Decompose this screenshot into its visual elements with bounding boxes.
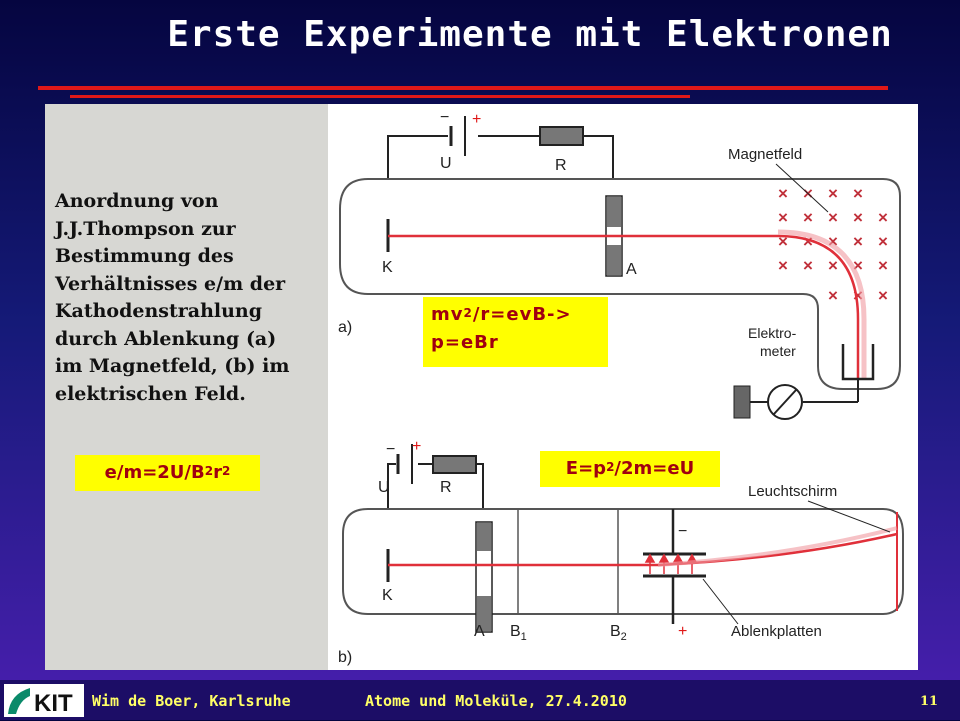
description-line: elektrischen Feld. xyxy=(55,382,246,405)
part-a-label: a) xyxy=(338,319,352,336)
anode-b-lower xyxy=(477,596,491,631)
battery-b-minus-label: − xyxy=(386,441,395,458)
svg-text:×: × xyxy=(828,184,838,203)
ground-block xyxy=(733,385,751,419)
beam-b-spread xyxy=(657,526,898,567)
description-text: Anordnung von J.J.Thompson zur Bestimmun… xyxy=(55,188,325,408)
resistor xyxy=(539,126,584,146)
svg-text:×: × xyxy=(878,208,888,227)
svg-text:×: × xyxy=(778,232,788,251)
resistor-b xyxy=(432,455,477,474)
description-line: Verhältnisses e/m der xyxy=(55,272,286,295)
description-line: Anordnung von xyxy=(55,190,219,212)
tube-a xyxy=(339,178,901,390)
kit-logo: KIT xyxy=(4,684,84,717)
leuchtschirm-label: Leuchtschirm xyxy=(748,483,837,500)
beam-a-spread xyxy=(777,229,867,379)
voltage-label: U xyxy=(440,155,452,172)
formula-energy-box: E=p2/2m=eU xyxy=(540,451,720,487)
anode-a-label: A xyxy=(626,261,637,278)
kit-logo-text: KIT xyxy=(34,690,73,717)
description-line: J.J.Thompson zur xyxy=(55,217,236,240)
formula-p-line2: p=eBr xyxy=(431,332,499,353)
battery-minus-label: − xyxy=(440,109,449,126)
formula-e-over-m-box: e/m=2U/B2r2 xyxy=(75,455,260,491)
svg-text:×: × xyxy=(853,232,863,251)
svg-text:×: × xyxy=(778,184,788,203)
battery-b-plus-label: + xyxy=(412,438,421,455)
anode-b-label: A xyxy=(474,623,485,640)
formula-em-base: e/m=2U/B xyxy=(104,462,205,483)
ablenkplatten-label: Ablenkplatten xyxy=(731,623,822,640)
resistor-b-label: R xyxy=(440,479,452,496)
svg-text:×: × xyxy=(878,232,888,251)
aperture-b1-label: B1 xyxy=(510,623,527,643)
svg-text:×: × xyxy=(853,208,863,227)
leuchtschirm-pointer xyxy=(807,500,891,533)
meter-needle xyxy=(773,389,797,415)
page-number: 11 xyxy=(920,694,939,709)
formula-e-a: E=p xyxy=(565,458,607,479)
svg-text:×: × xyxy=(778,208,788,227)
tube-b xyxy=(342,508,904,615)
battery-plus-label: + xyxy=(472,111,481,128)
description-line: Kathodenstrahlung xyxy=(55,300,263,322)
footer-course: Atome und Moleküle, 27.4.2010 xyxy=(365,692,627,710)
anode-a-upper xyxy=(607,197,621,227)
description-line: Bestimmung des xyxy=(55,245,234,267)
svg-text:×: × xyxy=(803,256,813,275)
cathode-a-label: K xyxy=(382,259,393,276)
slide-title: Erste Experimente mit Elektronen xyxy=(167,14,893,55)
formula-p-line1: mv2/r=evB-> xyxy=(431,304,572,325)
svg-text:×: × xyxy=(853,184,863,203)
formula-e-exp: 2 xyxy=(606,460,615,474)
title-underline xyxy=(38,86,888,90)
plate-minus-label: − xyxy=(678,523,687,540)
title-underline-secondary xyxy=(70,95,690,98)
cathode-b-label: K xyxy=(382,587,393,604)
svg-text:×: × xyxy=(828,256,838,275)
description-line: im Magnetfeld, (b) im xyxy=(55,355,290,377)
svg-text:×: × xyxy=(853,256,863,275)
plate-plus-label: + xyxy=(678,623,687,640)
svg-text:×: × xyxy=(778,256,788,275)
electrometer-label-1: Elektro- xyxy=(748,325,797,341)
svg-text:×: × xyxy=(803,232,813,251)
formula-em-exp1: 2 xyxy=(204,464,214,478)
footer-bar xyxy=(0,680,960,720)
svg-text:×: × xyxy=(878,286,888,305)
svg-text:×: × xyxy=(828,232,838,251)
voltage-b-label: U xyxy=(378,479,390,496)
svg-text:×: × xyxy=(853,286,863,305)
description-panel xyxy=(45,104,328,670)
magnetfeld-label: Magnetfeld xyxy=(728,146,802,163)
resistor-label: R xyxy=(555,157,567,174)
svg-text:×: × xyxy=(803,208,813,227)
part-b-label: b) xyxy=(338,649,352,666)
description-line: durch Ablenkung (a) xyxy=(55,327,277,350)
footer-author: Wim de Boer, Karlsruhe xyxy=(92,692,291,710)
magnetic-field-crosses: ×××× ××××× ××××× ××××× ××× xyxy=(778,184,888,305)
formula-e-b: /2m=eU xyxy=(614,458,695,479)
aperture-b2-label: B2 xyxy=(610,623,627,643)
anode-b-upper xyxy=(477,523,491,551)
formula-em-mid: r xyxy=(213,462,222,483)
magnetfeld-pointer xyxy=(775,163,829,213)
svg-text:×: × xyxy=(828,286,838,305)
electrometer-label-2: meter xyxy=(760,343,796,359)
formula-em-exp2: 2 xyxy=(221,464,231,478)
anode-a-lower xyxy=(607,245,621,275)
ablenkplatten-pointer xyxy=(702,578,739,625)
formula-momentum-box: mv2/r=evB-> p=eBr xyxy=(423,297,608,367)
thomson-apparatus-diagram: − + U R K A ×××× ××××× ××××× ××××× ××× M… xyxy=(338,109,904,666)
svg-text:×: × xyxy=(878,256,888,275)
electron-beam-a xyxy=(388,234,860,379)
svg-text:×: × xyxy=(828,208,838,227)
